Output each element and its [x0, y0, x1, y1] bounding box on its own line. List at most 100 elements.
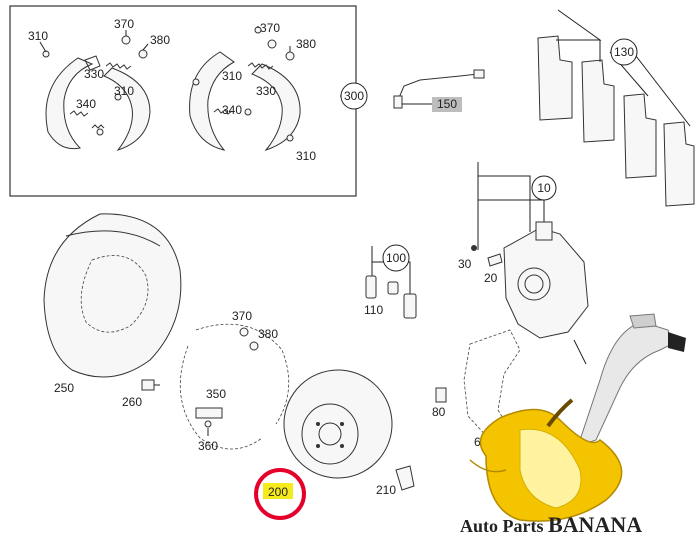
watermark-brand-name: BANANA — [548, 512, 642, 537]
brake-shoe-left-2 — [103, 67, 151, 151]
label-310-box-d: 310 — [296, 149, 316, 163]
tag-150 — [432, 97, 462, 112]
adjuster-350 — [195, 407, 223, 419]
banana-peel-flap — [469, 459, 507, 473]
spring-left-top — [105, 62, 132, 70]
caliper-piston-inner — [524, 274, 544, 294]
disc-hole-4 — [340, 444, 344, 448]
adjuster-370 — [239, 327, 249, 337]
control-arm-overlay — [577, 313, 686, 447]
label-370-box-b: 370 — [260, 21, 280, 35]
brake-disc-group: 200 210 — [254, 369, 415, 520]
leader-130-a — [556, 9, 602, 41]
label-310-box-c: 310 — [222, 69, 242, 83]
pin-right-c — [244, 108, 252, 116]
bolt-260 — [141, 379, 155, 391]
watermark-brand: Auto Parts BANANA — [460, 512, 642, 537]
spring-right-top — [247, 62, 274, 70]
dust-shield-rim — [65, 230, 161, 247]
label-340-box-a: 340 — [76, 97, 96, 111]
parking-shoe-lower-group: 370 380 350 360 — [179, 309, 290, 453]
wear-sensor-tip — [393, 95, 403, 109]
guide-bolt-1 — [365, 275, 377, 299]
spring-left-mid — [69, 110, 89, 117]
brake-pads-group: 130 — [537, 9, 695, 207]
label-370-lower: 370 — [232, 309, 252, 323]
label-80: 80 — [432, 405, 446, 419]
brake-pad-1 — [537, 35, 573, 121]
part-30-dot — [471, 245, 477, 251]
label-130: 130 — [614, 45, 634, 59]
label-380-box-a: 380 — [150, 33, 170, 47]
nut-360 — [204, 420, 212, 428]
watermark-brand-prefix: Auto Parts — [460, 516, 548, 536]
bolt-80 — [435, 387, 447, 403]
label-340-box-b: 340 — [222, 103, 242, 117]
adjuster-left-b — [138, 49, 148, 59]
control-arm-ball-joint — [668, 332, 686, 352]
wear-sensor-group: 150 — [393, 69, 485, 112]
brake-pad-4 — [663, 121, 695, 207]
spring-left-bottom — [91, 124, 105, 129]
banana-flesh — [519, 428, 582, 509]
disc-hole-3 — [316, 444, 320, 448]
label-250: 250 — [54, 381, 74, 395]
caliper-bleeder-boss — [535, 221, 553, 241]
label-260: 260 — [122, 395, 142, 409]
label-20: 20 — [484, 271, 498, 285]
callout-10-circle — [531, 175, 557, 201]
label-310-box-a: 310 — [28, 29, 48, 43]
control-arm-body — [577, 321, 673, 447]
brake-shoe-right-1 — [189, 51, 235, 151]
wear-sensor-wire — [397, 73, 479, 101]
adjuster-right-b — [285, 51, 295, 61]
label-110: 110 — [364, 303, 383, 317]
label-10: 10 — [537, 181, 551, 195]
disc-hole-1 — [316, 422, 320, 426]
shoe-clip-left — [84, 55, 101, 71]
pin-left-c — [96, 128, 104, 136]
label-330-box-b: 330 — [256, 84, 276, 98]
label-150: 150 — [437, 97, 457, 111]
label-380-box-b: 380 — [296, 37, 316, 51]
caliper-line-a — [573, 339, 587, 365]
caliper-group: 10 30 20 — [458, 162, 589, 365]
wear-sensor-plug — [473, 69, 485, 79]
parking-brake-shoe-box: 310 370 380 330 310 340 370 380 310 330 … — [9, 5, 368, 197]
guide-bush — [387, 281, 399, 295]
label-200: 200 — [268, 485, 288, 499]
control-arm-top — [629, 313, 657, 329]
label-360: 360 — [198, 439, 218, 453]
label-310-box-b: 310 — [114, 84, 134, 98]
guide-bolts-group: 100 110 — [364, 244, 417, 319]
dust-shield-group: 250 260 — [43, 213, 182, 409]
brake-pad-2 — [581, 59, 615, 143]
label-370-box-a: 370 — [114, 17, 134, 31]
leader-310a — [39, 41, 47, 53]
adjuster-380 — [249, 341, 259, 351]
callout-300-circle — [340, 82, 368, 110]
brake-disc-center — [318, 422, 342, 446]
label-350: 350 — [206, 387, 226, 401]
highlight-200 — [263, 483, 293, 499]
dust-shield-center — [80, 255, 149, 333]
brake-shoe-left-1 — [45, 57, 94, 150]
adjuster-right-a — [267, 39, 277, 49]
pin-left-b — [114, 93, 122, 101]
callout-130-circle — [610, 38, 638, 66]
pin-right-b — [192, 78, 200, 86]
label-30: 30 — [458, 257, 472, 271]
callout-ring-200 — [254, 468, 306, 520]
guide-bolt-2 — [403, 293, 417, 319]
caliper-piston — [517, 267, 551, 301]
label-300: 300 — [344, 89, 364, 103]
screw-210 — [395, 465, 415, 491]
part-20-bleeder — [487, 253, 503, 267]
brake-disc-hat — [301, 403, 359, 465]
parking-shoe-lower-left — [179, 345, 263, 450]
banana-logo — [469, 398, 623, 522]
leader-130-d — [635, 55, 691, 127]
brake-shoe-right-2 — [251, 63, 301, 152]
